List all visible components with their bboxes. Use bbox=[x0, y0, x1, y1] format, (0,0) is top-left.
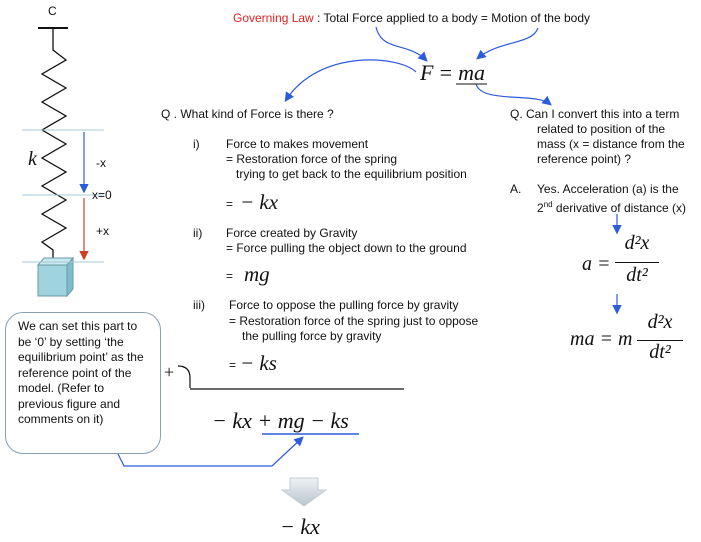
eq1-numerator: d²x bbox=[624, 232, 650, 254]
main-equation: F = ma bbox=[420, 60, 485, 86]
item1-num: i) bbox=[193, 137, 200, 151]
main-eq-rhs: ma bbox=[458, 60, 486, 85]
sum-term-b: mg − ks bbox=[277, 408, 349, 433]
eq2-lhs: ma = m bbox=[570, 328, 633, 350]
answer-line1: Yes. Acceleration (a) is the bbox=[537, 182, 679, 196]
item2-num: ii) bbox=[193, 226, 203, 240]
right-question-l3: mass (x = distance from the bbox=[537, 137, 685, 151]
sum-bracket bbox=[177, 365, 191, 388]
item1-line1: = Restoration force of the spring bbox=[226, 152, 398, 166]
main-eq-equals: = bbox=[439, 60, 452, 85]
arrow-law-to-F bbox=[375, 26, 428, 62]
item1-line2: trying to get back to the equilibrium po… bbox=[236, 167, 467, 181]
item2-eq-sign: = bbox=[226, 269, 234, 283]
answer-label: A. bbox=[510, 182, 522, 196]
mass-block bbox=[36, 256, 75, 298]
eq2-numerator: d²x bbox=[647, 311, 673, 333]
item2-title: Force created by Gravity bbox=[226, 226, 358, 240]
left-question: Q . What kind of Force is there ? bbox=[161, 107, 334, 121]
arrow-F-to-left bbox=[284, 59, 417, 103]
right-question-l2: related to position of the bbox=[537, 122, 666, 136]
label-plus-x: +x bbox=[96, 224, 110, 238]
item3-line1: = Restoration force of the spring just t… bbox=[229, 314, 479, 328]
label-x0: x=0 bbox=[92, 188, 112, 202]
result-down-arrow bbox=[280, 477, 328, 507]
right-question-l1: Q. Can I convert this into a term bbox=[510, 107, 680, 121]
sum-term-a: − kx + bbox=[212, 408, 278, 433]
label-k: k bbox=[28, 148, 37, 170]
answer-line2-text: derivative of distance (x) bbox=[552, 201, 686, 215]
eq1-fraction-bar bbox=[615, 262, 659, 263]
governing-law-label: Governing Law bbox=[233, 11, 314, 25]
arrow-law-to-ma bbox=[476, 27, 539, 60]
eq1-denominator: dt² bbox=[626, 264, 648, 286]
item1-eq: − kx bbox=[240, 190, 279, 214]
note-text: We can set this part to be ‘0’ by settin… bbox=[18, 319, 144, 426]
main-eq-lhs: F bbox=[420, 60, 434, 85]
note-connector bbox=[117, 436, 304, 467]
spring-coil bbox=[40, 28, 68, 262]
item3-eq: − ks bbox=[240, 351, 277, 375]
item3-num: iii) bbox=[193, 298, 205, 312]
item1-title: Force to makes movement bbox=[226, 137, 369, 151]
eq1-lhs: a = bbox=[582, 253, 611, 275]
equilibrium-note: We can set this part to be ‘0’ by settin… bbox=[5, 312, 161, 454]
arrow-ma-to-right bbox=[475, 83, 552, 106]
item2-line1: = Force pulling the object down to the g… bbox=[226, 241, 467, 255]
label-minus-x: -x bbox=[96, 156, 106, 170]
item1-eq-sign: = bbox=[226, 197, 234, 211]
governing-law-text: : Total Force applied to a body = Motion… bbox=[313, 11, 591, 25]
sum-plus: + bbox=[164, 362, 175, 382]
right-question-l4: reference point) ? bbox=[537, 152, 632, 166]
answer-ordinal: 2 bbox=[537, 201, 544, 215]
eq2-fraction-bar bbox=[637, 340, 683, 341]
answer-ordinal-suffix: nd bbox=[543, 200, 553, 209]
answer-line2: 2nd derivative of distance (x) bbox=[537, 197, 686, 216]
item3-title: Force to oppose the pulling force by gra… bbox=[229, 298, 459, 312]
item3-eq-sign: = bbox=[229, 358, 237, 372]
item3-line2: the pulling force by gravity bbox=[242, 329, 382, 343]
item2-eq: mg bbox=[244, 262, 270, 286]
governing-law: Governing Law : Total Force applied to a… bbox=[233, 11, 590, 26]
final-result: − kx bbox=[280, 514, 320, 539]
sum-result: − kx + mg − ks bbox=[212, 408, 349, 434]
eq2-denominator: dt² bbox=[649, 341, 671, 363]
label-c: C bbox=[48, 4, 57, 18]
